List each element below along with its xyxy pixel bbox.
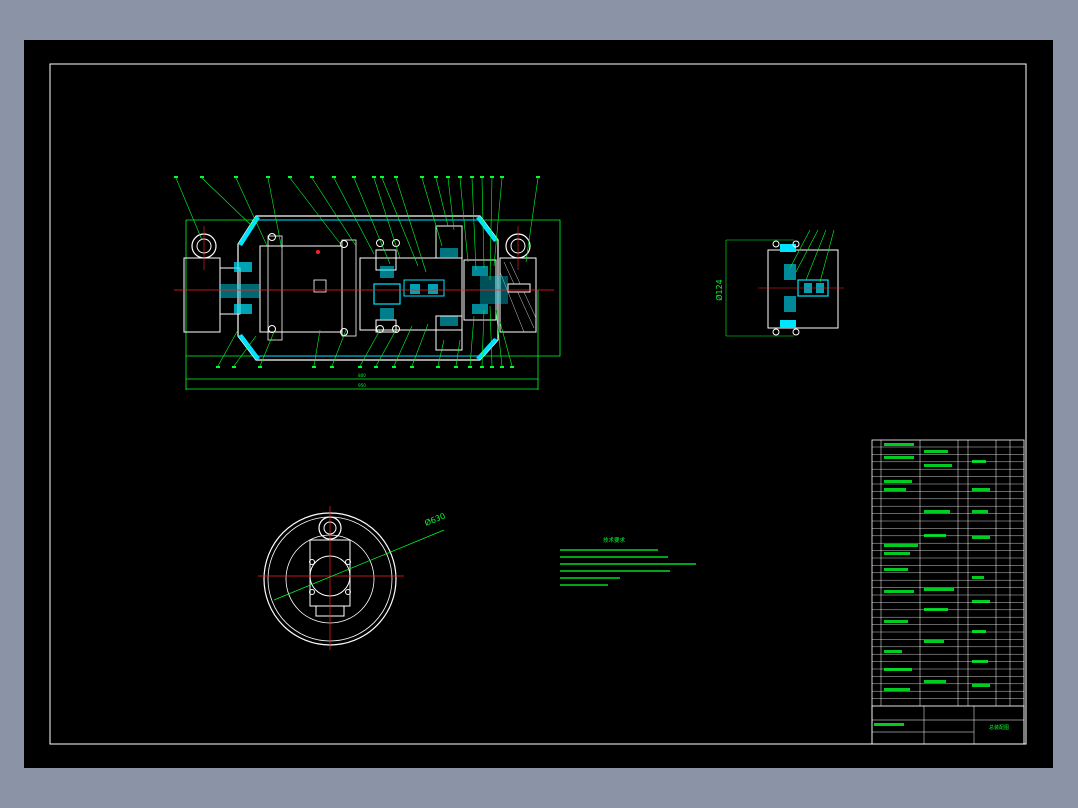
parts-list: 总装配图 <box>871 439 1025 745</box>
diameter-leader <box>273 529 445 601</box>
drawing-sheet: 800 950 <box>24 40 1053 768</box>
notes-title: 技术要求 <box>603 536 626 544</box>
dim-800-label: 800 <box>358 373 366 378</box>
part-leaders-top <box>175 177 539 281</box>
diameter-label: Ø630 <box>423 510 447 527</box>
part-leaders-bottom <box>217 305 513 367</box>
main-section-view: 800 950 <box>174 176 561 390</box>
end-view: Ø630 <box>258 506 447 650</box>
inner-frame <box>49 63 1027 745</box>
title-block-name: 总装配图 <box>989 724 1009 731</box>
technical-notes: 技术要求 <box>560 536 696 586</box>
cad-drawing: 800 950 <box>49 63 1027 745</box>
title-block <box>871 705 1025 745</box>
detail-view: Ø124 <box>714 229 844 337</box>
leader-ticks <box>174 176 540 368</box>
detail-dimension: Ø124 <box>714 279 724 301</box>
dim-950-label: 950 <box>358 383 366 388</box>
